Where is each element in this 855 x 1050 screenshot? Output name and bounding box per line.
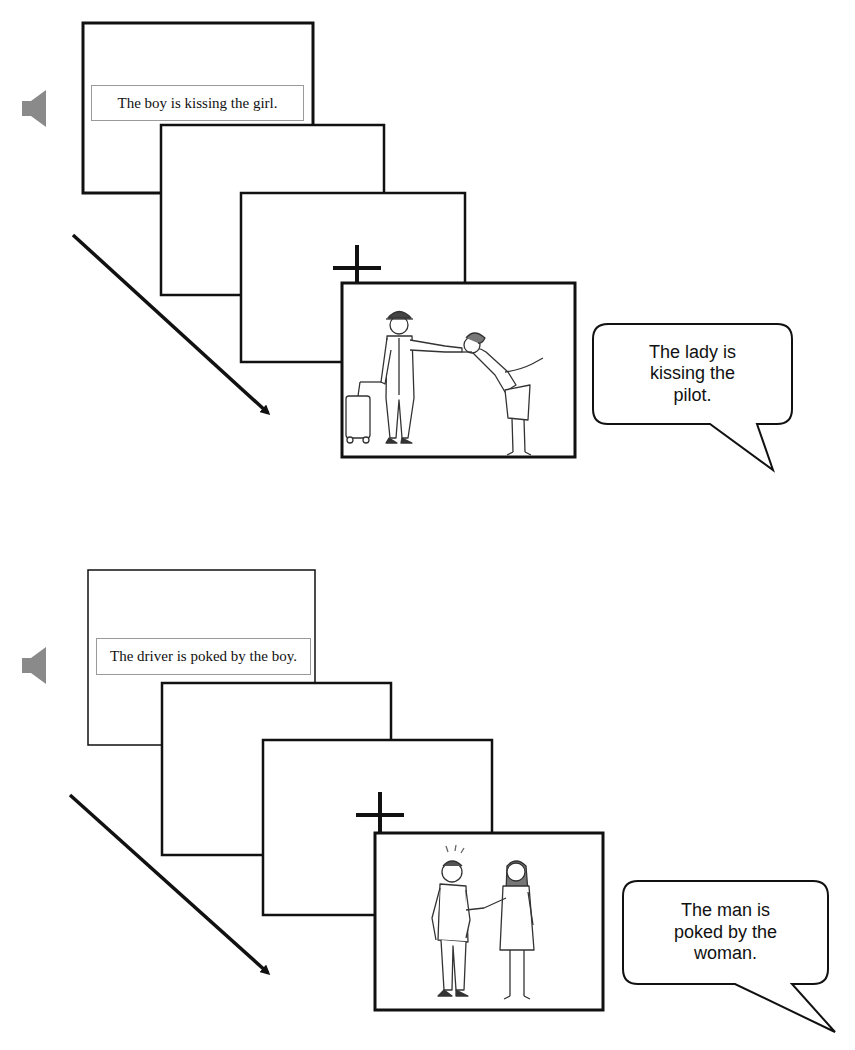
sentence-box: The boy is kissing the girl.	[91, 85, 304, 121]
bubble-shape	[623, 881, 835, 1032]
speech-bubble: The lady is kissing the pilot.	[592, 323, 793, 425]
frame	[375, 833, 603, 1010]
frame	[342, 283, 575, 457]
heard-sentence: The boy is kissing the girl.	[118, 95, 278, 112]
sentence-box: The driver is poked by the boy.	[96, 638, 311, 675]
speaker-icon	[22, 647, 46, 684]
speaker-icon	[22, 90, 46, 127]
speech-bubble: The man is poked by the woman.	[622, 880, 829, 985]
fixation-cross	[356, 792, 404, 838]
man-figure	[432, 845, 470, 996]
spoken-sentence: The man is poked by the woman.	[663, 900, 788, 965]
pilot-figure	[346, 312, 462, 444]
heard-sentence: The driver is poked by the boy.	[110, 648, 297, 665]
woman-figure	[466, 861, 534, 999]
spoken-sentence: The lady is kissing the pilot.	[630, 342, 755, 407]
bubble-shape	[593, 324, 792, 470]
lady-figure	[462, 333, 543, 455]
